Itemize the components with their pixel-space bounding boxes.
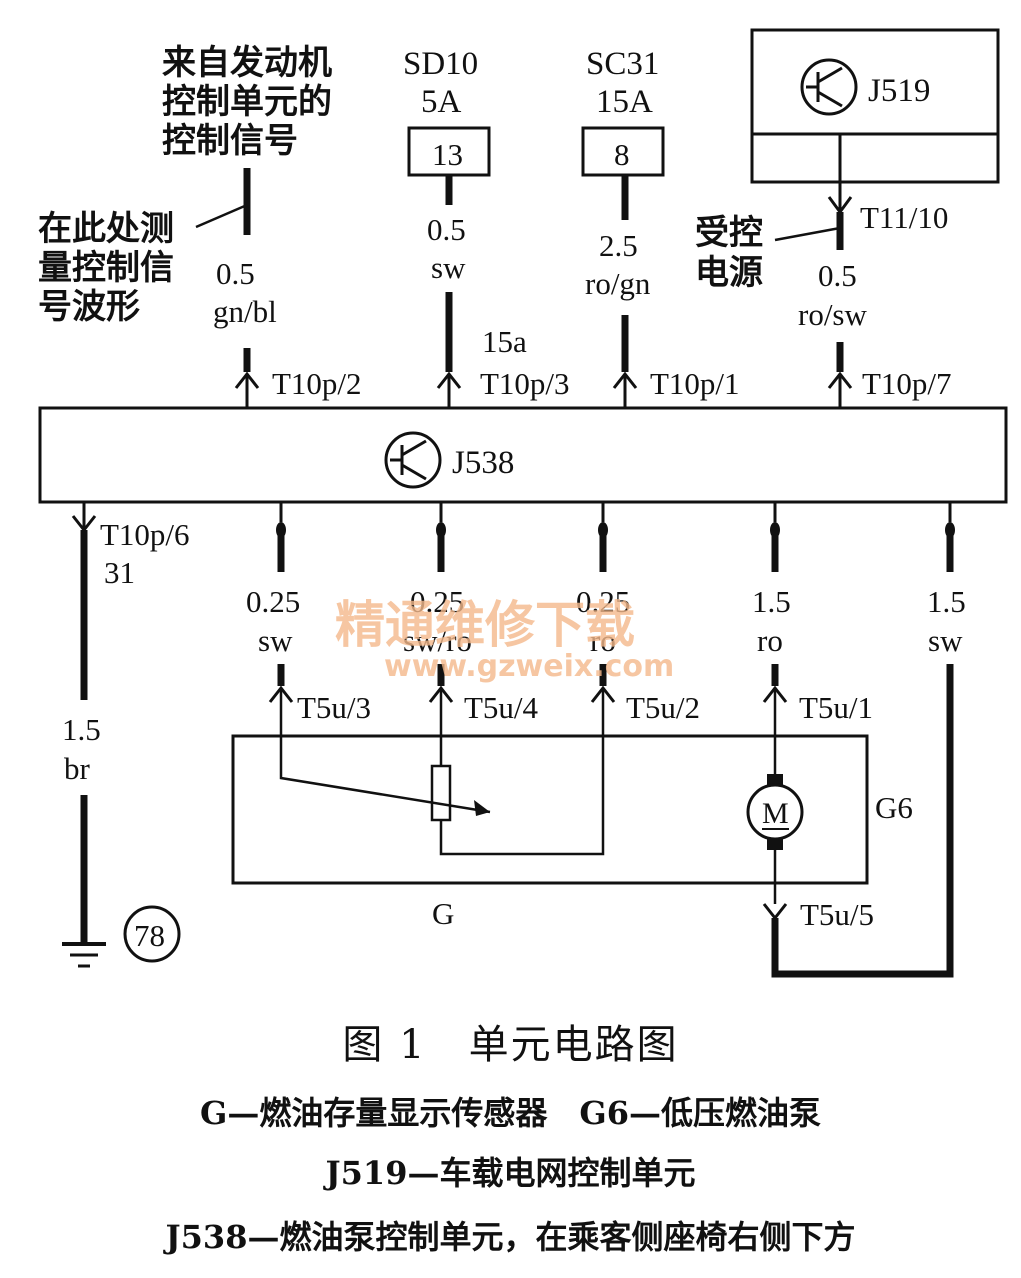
motor-label: M <box>762 797 789 830</box>
wire-rogn-label: 2.5 ro/gn <box>585 228 651 301</box>
connector-t5u5 <box>762 903 788 921</box>
ground-symbol-icon <box>62 942 106 968</box>
wire-rosw-label: 0.5 ro/sw <box>798 258 868 332</box>
svg-text:电源: 电源 <box>695 253 763 293</box>
svg-text:gn/bl: gn/bl <box>213 294 277 329</box>
svg-text:1.5: 1.5 <box>752 584 791 619</box>
svg-text:ro: ro <box>590 623 616 658</box>
connector-t10p7-label: T10p/7 <box>862 366 952 401</box>
fuse-sc31-number: 8 <box>614 137 630 172</box>
svg-text:sw: sw <box>258 623 293 658</box>
svg-text:量控制信: 量控制信 <box>38 248 174 288</box>
svg-text:受控: 受控 <box>695 213 763 253</box>
svg-text:0.5: 0.5 <box>818 258 857 293</box>
svg-text:SD10: SD10 <box>403 46 478 82</box>
connector-t10p2-label: T10p/2 <box>272 366 362 401</box>
wire-gnbl-label: 0.5 gn/bl <box>213 256 277 329</box>
figure-caption: 图 1 单元电路图 <box>342 1022 679 1068</box>
wire-sw-top-label: 0.5 sw <box>427 212 466 285</box>
pump-motor-icon <box>746 688 804 904</box>
fuse-sd10-label: SD10 5A <box>403 46 478 120</box>
engine-signal-label: 来自发动机 控制单元的 控制信号 <box>162 43 332 161</box>
wire-motor-return <box>771 664 954 978</box>
g-label: G <box>432 896 454 931</box>
wire-b1-label: 0.25 sw <box>246 584 300 658</box>
svg-text:sw: sw <box>431 250 466 285</box>
svg-text:31: 31 <box>104 555 135 590</box>
svg-text:SC31: SC31 <box>586 46 659 82</box>
g6-module-box <box>231 734 869 885</box>
svg-text:0.5: 0.5 <box>216 256 255 291</box>
measure-pointer-line <box>195 203 248 229</box>
svg-text:sw/ro: sw/ro <box>403 623 472 658</box>
connector-t10p1-label: T10p/1 <box>650 366 740 401</box>
svg-text:ro/sw: ro/sw <box>798 297 868 332</box>
wire-b4-label: 1.5 ro <box>752 584 791 658</box>
svg-text:号波形: 号波形 <box>38 287 140 327</box>
svg-text:sw: sw <box>928 623 963 658</box>
svg-text:在此处测: 在此处测 <box>38 209 174 249</box>
svg-text:控制单元的: 控制单元的 <box>162 82 332 122</box>
j519-transistor-icon <box>800 58 858 116</box>
svg-text:1.5: 1.5 <box>62 712 101 747</box>
wire-br-label: 1.5 br <box>62 712 101 786</box>
connector-t5u4-label: T5u/4 <box>464 690 539 725</box>
j519-label: J519 <box>868 73 930 109</box>
legend-line-3: J538—燃油泵控制单元，在乘客侧座椅右侧下方 <box>165 1218 856 1256</box>
legend-line-2: J519—车载电网控制单元 <box>325 1154 696 1192</box>
svg-text:ro: ro <box>757 623 783 658</box>
connector-t5u5-label: T5u/5 <box>800 897 874 932</box>
ground-ref-number: 78 <box>134 918 165 953</box>
svg-text:1.5: 1.5 <box>927 584 966 619</box>
svg-text:精通维修下载: 精通维修下载 <box>335 596 635 654</box>
wire-b2-label: 0.25 sw/ro <box>403 584 472 658</box>
g6-label: G6 <box>875 790 913 825</box>
svg-text:2.5: 2.5 <box>599 228 638 263</box>
j538-transistor-icon <box>384 431 442 489</box>
measure-here-label: 在此处测 量控制信 号波形 <box>38 209 174 327</box>
svg-text:5A: 5A <box>421 84 462 120</box>
wire-b5-label: 1.5 sw <box>927 584 966 658</box>
label-15a: 15a <box>482 324 527 359</box>
j538-box <box>38 406 1008 504</box>
j538-label: J538 <box>452 445 514 481</box>
connector-t11-10-label: T11/10 <box>860 200 948 235</box>
connector-t10p6-label: T10p/6 31 <box>100 517 190 590</box>
ground-ref-circle <box>123 905 181 963</box>
wire-b3-label: 0.25 ro <box>576 584 630 658</box>
svg-text:控制信号: 控制信号 <box>162 121 298 161</box>
svg-text:0.5: 0.5 <box>427 212 466 247</box>
controlled-power-label: 受控 电源 <box>695 213 763 293</box>
svg-text:15A: 15A <box>596 84 653 120</box>
connector-t10p3-label: T10p/3 <box>480 366 570 401</box>
svg-text:www.gzweix.com: www.gzweix.com <box>384 649 674 684</box>
svg-text:T10p/6: T10p/6 <box>100 517 190 552</box>
fuse-sc31-label: SC31 15A <box>586 46 659 120</box>
j519-box <box>750 28 1000 184</box>
svg-text:0.25: 0.25 <box>246 584 300 619</box>
fuel-level-sensor <box>279 688 605 856</box>
svg-text:来自发动机: 来自发动机 <box>162 43 332 83</box>
svg-text:0.25: 0.25 <box>576 584 630 619</box>
fuse-sd10-number: 13 <box>432 137 463 172</box>
svg-text:ro/gn: ro/gn <box>585 266 651 301</box>
connector-t5u3-label: T5u/3 <box>297 690 371 725</box>
controlled-power-pointer <box>774 226 841 242</box>
watermark: 精通维修下载 www.gzweix.com <box>335 596 674 684</box>
connector-t5u2-label: T5u/2 <box>626 690 700 725</box>
legend-line-1: G—燃油存量显示传感器 G6—低压燃油泵 <box>200 1094 821 1132</box>
j538-pin-dots <box>276 502 955 538</box>
connector-t5u1-label: T5u/1 <box>799 690 873 725</box>
svg-text:0.25: 0.25 <box>410 584 464 619</box>
svg-text:br: br <box>64 751 91 786</box>
